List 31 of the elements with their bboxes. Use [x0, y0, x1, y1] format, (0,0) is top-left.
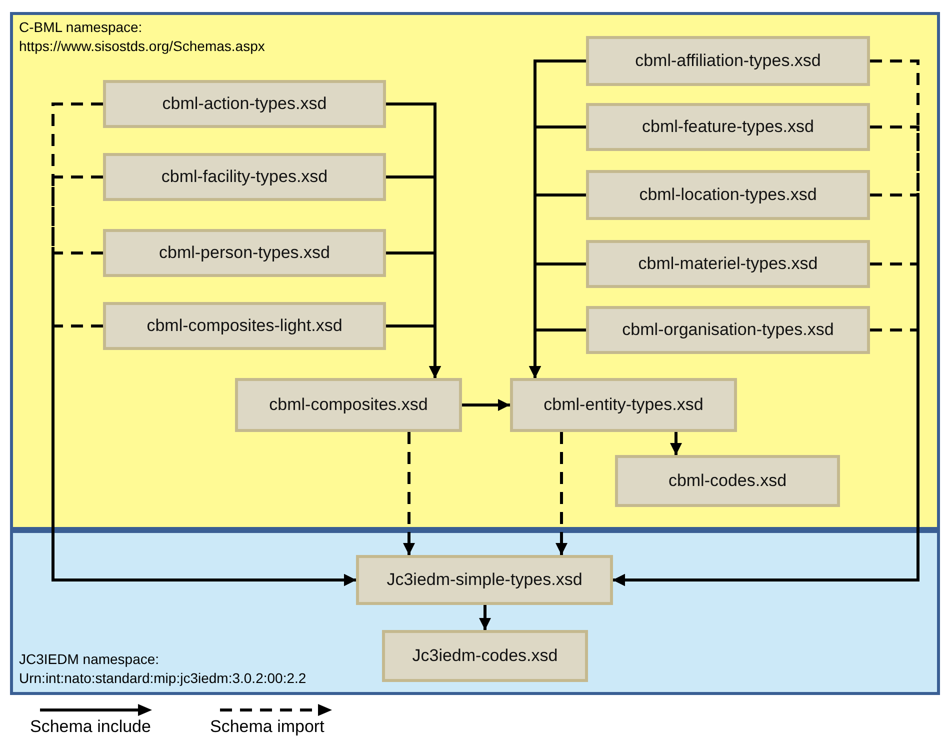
namespace-panel — [10, 530, 940, 695]
schema-file-box: cbml-facility-types.xsd — [103, 153, 386, 201]
schema-file-box: cbml-action-types.xsd — [103, 80, 386, 128]
arrow — [670, 432, 682, 455]
schema-file-box: cbml-composites.xsd — [235, 378, 462, 432]
schema-file-box: cbml-organisation-types.xsd — [586, 306, 870, 354]
dashed-arrow — [403, 432, 415, 555]
schema-file-box: cbml-person-types.xsd — [103, 229, 386, 277]
schema-file-box: cbml-affiliation-types.xsd — [586, 36, 870, 86]
arrow — [529, 328, 586, 378]
panel-title: C-BML namespace: — [19, 19, 144, 35]
arrow — [479, 605, 491, 630]
namespace-panel — [10, 12, 940, 530]
namespace-uri: Urn:int:nato:standard:mip:jc3iedm:3.0.2:00:2.2 — [19, 670, 306, 686]
schema-file-box: cbml-composites-light.xsd — [103, 302, 386, 350]
schema-file-box: cbml-materiel-types.xsd — [586, 240, 870, 288]
legend-label: Schema include — [30, 717, 151, 737]
arrow — [386, 324, 441, 378]
legend-label: Schema import — [210, 717, 324, 737]
schema-file-box: cbml-location-types.xsd — [586, 170, 870, 220]
schema-file-box: cbml-entity-types.xsd — [510, 378, 737, 432]
schema-file-box: Jc3iedm-simple-types.xsd — [356, 555, 613, 605]
schema-file-box: Jc3iedm-codes.xsd — [382, 630, 588, 682]
schema-file-box: cbml-feature-types.xsd — [586, 103, 870, 151]
dashed-arrow — [613, 328, 920, 586]
schema-file-box: cbml-codes.xsd — [615, 455, 840, 507]
dashed-arrow — [52, 324, 356, 586]
arrow — [462, 399, 510, 411]
namespace-uri: https://www.sisostds.org/Schemas.aspx — [19, 38, 265, 54]
panel-title: JC3IEDM namespace: — [19, 651, 160, 667]
dashed-arrow — [556, 432, 568, 555]
